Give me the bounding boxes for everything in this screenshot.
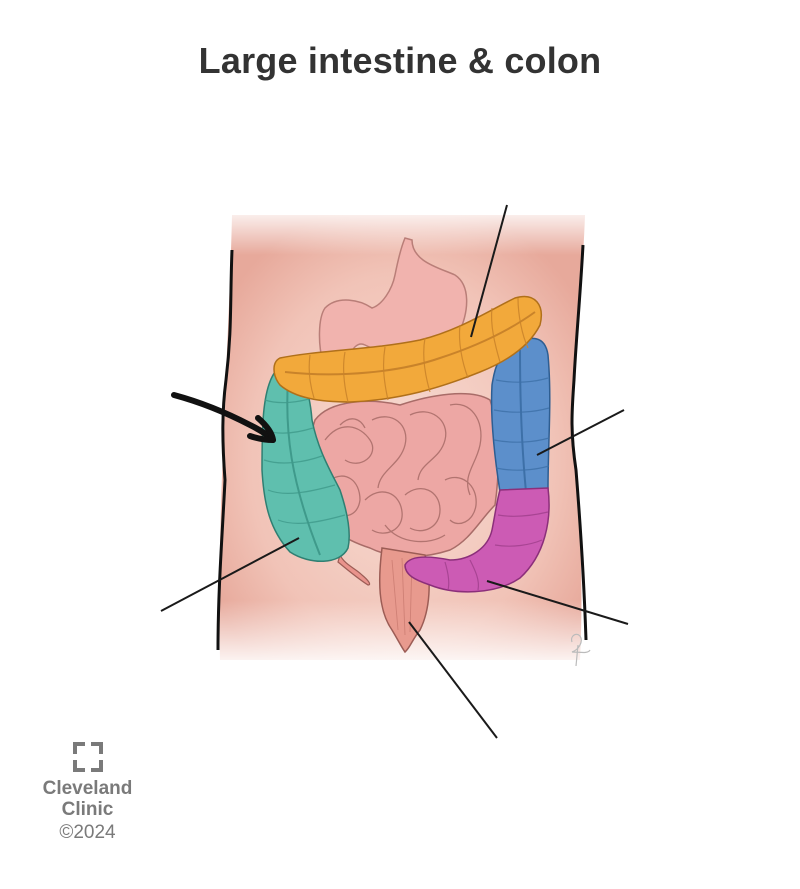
- leader-line-rectum: [408, 621, 498, 739]
- sigmoid-colon: [404, 487, 550, 593]
- page-title: Large intestine & colon: [198, 40, 602, 81]
- descending-colon: [490, 337, 551, 493]
- cleveland-clinic-logo: Cleveland Clinic ©2024: [30, 742, 145, 846]
- appendix: [337, 553, 371, 586]
- logo-line-1: Cleveland: [42, 778, 133, 799]
- ascending-colon: [261, 371, 350, 563]
- hand-drawn-arrow-icon: [171, 392, 276, 443]
- cleveland-clinic-cross-icon: [72, 742, 103, 772]
- copyright: ©2024: [59, 822, 116, 843]
- artist-signature: [571, 633, 591, 667]
- logo-line-2: Clinic: [61, 799, 114, 820]
- leader-line-transverse-colon: [470, 204, 508, 338]
- leader-lines: [160, 204, 629, 739]
- leader-line-ascending-colon: [160, 537, 300, 612]
- leader-line-sigmoid-colon: [486, 580, 629, 625]
- leader-line-descending-colon: [536, 409, 625, 456]
